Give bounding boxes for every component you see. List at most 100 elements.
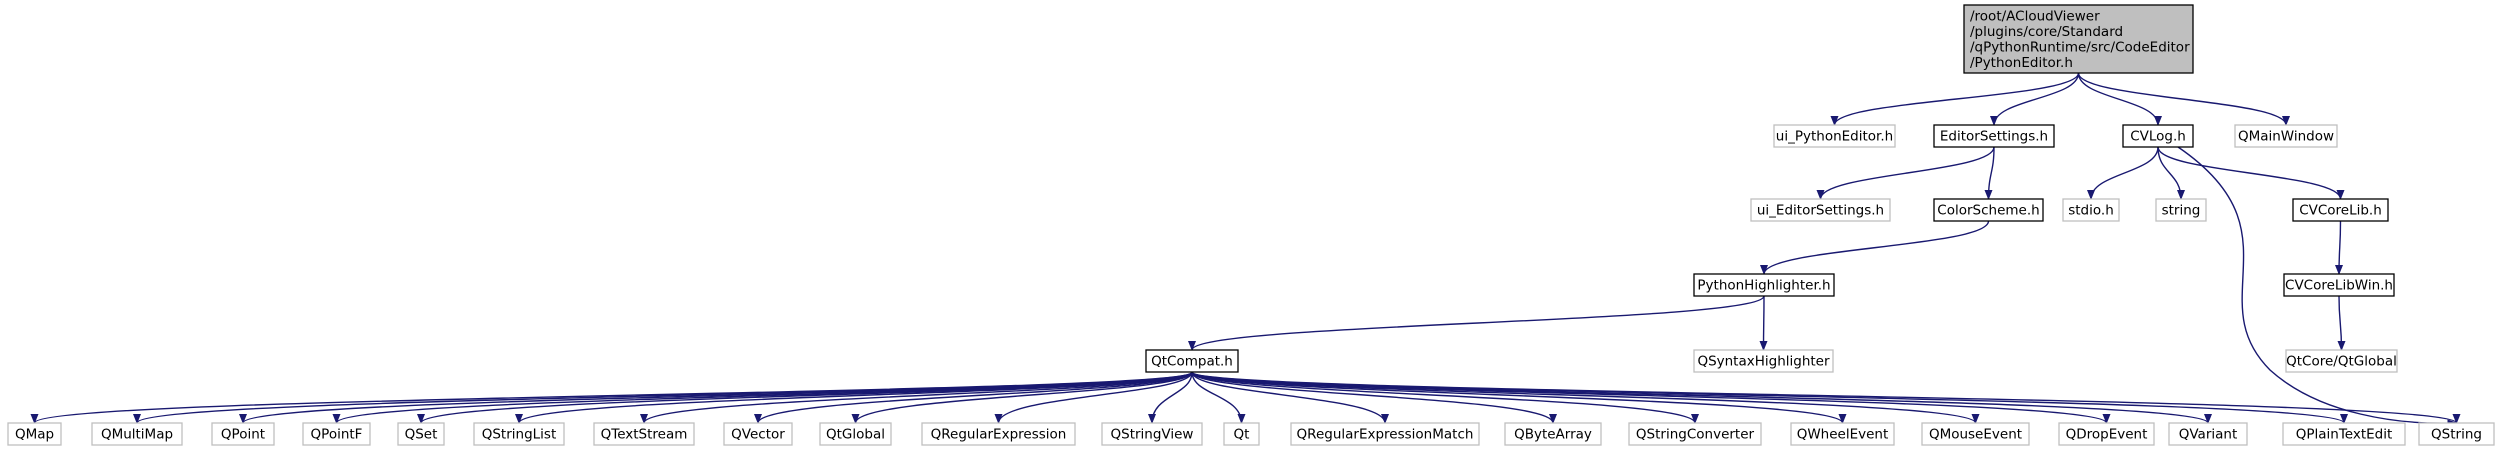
node-box-qmainwindow [2234, 124, 2338, 148]
node-label-colorscheme: ColorScheme.h [1937, 203, 2039, 219]
node-box-qsyntaxhl [1693, 349, 1834, 373]
node-box-qmouseevent [1921, 422, 2030, 446]
node-qpoint: QPoint [211, 422, 275, 446]
node-label-qplaintextedit: QPlainTextEdit [2296, 427, 2393, 443]
node-label-qvector: QVector [731, 427, 785, 443]
node-qtcompat[interactable]: QtCompat.h [1145, 349, 1239, 373]
node-qt: Qt [1223, 422, 1260, 446]
node-box-qtextstream [593, 422, 695, 446]
node-box-qtcoreglobal [2285, 349, 2398, 373]
node-box-cvcorelib [2292, 198, 2389, 222]
node-label-string: string [2162, 203, 2201, 219]
node-label-qpointf: QPointF [311, 427, 363, 443]
node-label-root-line-1: /plugins/core/Standard [1970, 24, 2123, 40]
node-box-qtglobal [819, 422, 892, 446]
edge-qtcompat-to-qregexpmatch [1191, 371, 1389, 424]
edge-qtcompat-to-qtglobal [851, 371, 1193, 424]
edge-editor_settings-to-colorscheme [1984, 146, 1995, 200]
node-box-stdio [2062, 198, 2120, 222]
edge-qtcompat-to-qstring [1191, 371, 2461, 424]
node-string: string [2155, 198, 2207, 222]
node-label-stdio: stdio.h [2068, 203, 2114, 219]
node-box-pyhl [1693, 273, 1835, 297]
node-label-qt: Qt [1234, 427, 1250, 443]
node-pyhl[interactable]: PythonHighlighter.h [1693, 273, 1835, 297]
edge-root-to-ui_pe [1830, 72, 2080, 126]
node-root[interactable]: /root/ACloudViewer/plugins/core/Standard… [1963, 4, 2194, 74]
node-label-qdropevent: QDropEvent [2066, 427, 2148, 443]
node-label-qstringview: QStringView [1111, 427, 1194, 443]
node-qtextstream: QTextStream [593, 422, 695, 446]
node-label-root-line-0: /root/ACloudViewer [1970, 8, 2100, 24]
node-box-cvcorelibwin [2283, 273, 2395, 297]
edge-cvlog-to-string [2157, 146, 2185, 200]
node-label-qtglobal: QtGlobal [826, 427, 885, 443]
node-label-root-line-2: /qPythonRuntime/src/CodeEditor [1970, 39, 2190, 55]
node-box-qregexp [921, 422, 1076, 446]
node-label-qbytearray: QByteArray [1514, 427, 1592, 443]
node-qwheelevent: QWheelEvent [1790, 422, 1895, 446]
edge-cvlog-to-qstring [2177, 146, 2458, 428]
node-label-cvcorelib: CVCoreLib.h [2299, 203, 2382, 219]
node-qpointf: QPointF [302, 422, 371, 446]
node-qvector: QVector [723, 422, 793, 446]
node-qstringlist: QStringList [473, 422, 565, 446]
node-box-qstringview [1101, 422, 1203, 446]
node-box-qvariant [2168, 422, 2248, 446]
node-box-qmultimap [91, 422, 183, 446]
node-colorscheme[interactable]: ColorScheme.h [1933, 198, 2044, 222]
edge-cvcorelib-to-cvcorelibwin [2335, 220, 2344, 275]
node-qmainwindow: QMainWindow [2234, 124, 2338, 148]
node-qdropevent: QDropEvent [2058, 422, 2155, 446]
node-box-qbytearray [1504, 422, 1602, 446]
node-cvcorelibwin[interactable]: CVCoreLibWin.h [2283, 273, 2395, 297]
edge-qtcompat-to-qstringview [1148, 371, 1193, 424]
node-cvlog[interactable]: CVLog.h [2122, 124, 2194, 148]
node-box-qt [1223, 422, 1260, 446]
node-qregexpmatch: QRegularExpressionMatch [1290, 422, 1480, 446]
edge-colorscheme-to-pyhl [1760, 220, 1990, 275]
node-box-qstring [2418, 422, 2495, 446]
node-qmap: QMap [7, 422, 62, 446]
node-label-qwheelevent: QWheelEvent [1797, 427, 1889, 443]
node-box-editor_settings [1933, 124, 2055, 148]
node-qplaintextedit: QPlainTextEdit [2282, 422, 2406, 446]
node-editor_settings[interactable]: EditorSettings.h [1933, 124, 2055, 148]
node-ui_pe: ui_PythonEditor.h [1773, 124, 1896, 148]
node-box-qmap [7, 422, 62, 446]
edge-editor_settings-to-ui_es [1816, 146, 1995, 200]
node-box-qpoint [211, 422, 275, 446]
edge-cvlog-to-stdio [2087, 146, 2159, 200]
node-box-ui_es [1750, 198, 1891, 222]
edge-qtcompat-to-qmouseevent [1191, 371, 1980, 424]
edge-pyhl-to-qsyntaxhl [1759, 295, 1768, 351]
node-box-qplaintextedit [2282, 422, 2406, 446]
node-label-qmultimap: QMultiMap [101, 427, 173, 443]
node-label-qstringconv: QStringConverter [1636, 427, 1755, 443]
edge-qtcompat-to-qwheelevent [1191, 371, 1847, 424]
edge-root-to-cvlog [2077, 72, 2162, 126]
node-box-qset [397, 422, 445, 446]
node-label-qset: QSet [405, 427, 438, 443]
node-qmultimap: QMultiMap [91, 422, 183, 446]
node-qset: QSet [397, 422, 445, 446]
node-label-qtcoreglobal: QtCore/QtGlobal [2286, 354, 2397, 370]
node-label-qmainwindow: QMainWindow [2238, 129, 2334, 145]
node-box-colorscheme [1933, 198, 2044, 222]
node-label-qregexp: QRegularExpression [931, 427, 1067, 443]
node-label-qvariant: QVariant [2179, 427, 2238, 443]
node-label-root-line-3: /PythonEditor.h [1970, 55, 2073, 71]
node-qtglobal: QtGlobal [819, 422, 892, 446]
node-box-qvector [723, 422, 793, 446]
node-label-cvlog: CVLog.h [2130, 129, 2186, 145]
node-box-qstringlist [473, 422, 565, 446]
node-box-cvlog [2122, 124, 2194, 148]
node-cvcorelib[interactable]: CVCoreLib.h [2292, 198, 2389, 222]
node-qmouseevent: QMouseEvent [1921, 422, 2030, 446]
edge-root-to-qmainwindow [2077, 72, 2290, 126]
node-qvariant: QVariant [2168, 422, 2248, 446]
node-box-qregexpmatch [1290, 422, 1480, 446]
node-label-qtcompat: QtCompat.h [1151, 354, 1233, 370]
node-label-qmap: QMap [15, 427, 54, 443]
